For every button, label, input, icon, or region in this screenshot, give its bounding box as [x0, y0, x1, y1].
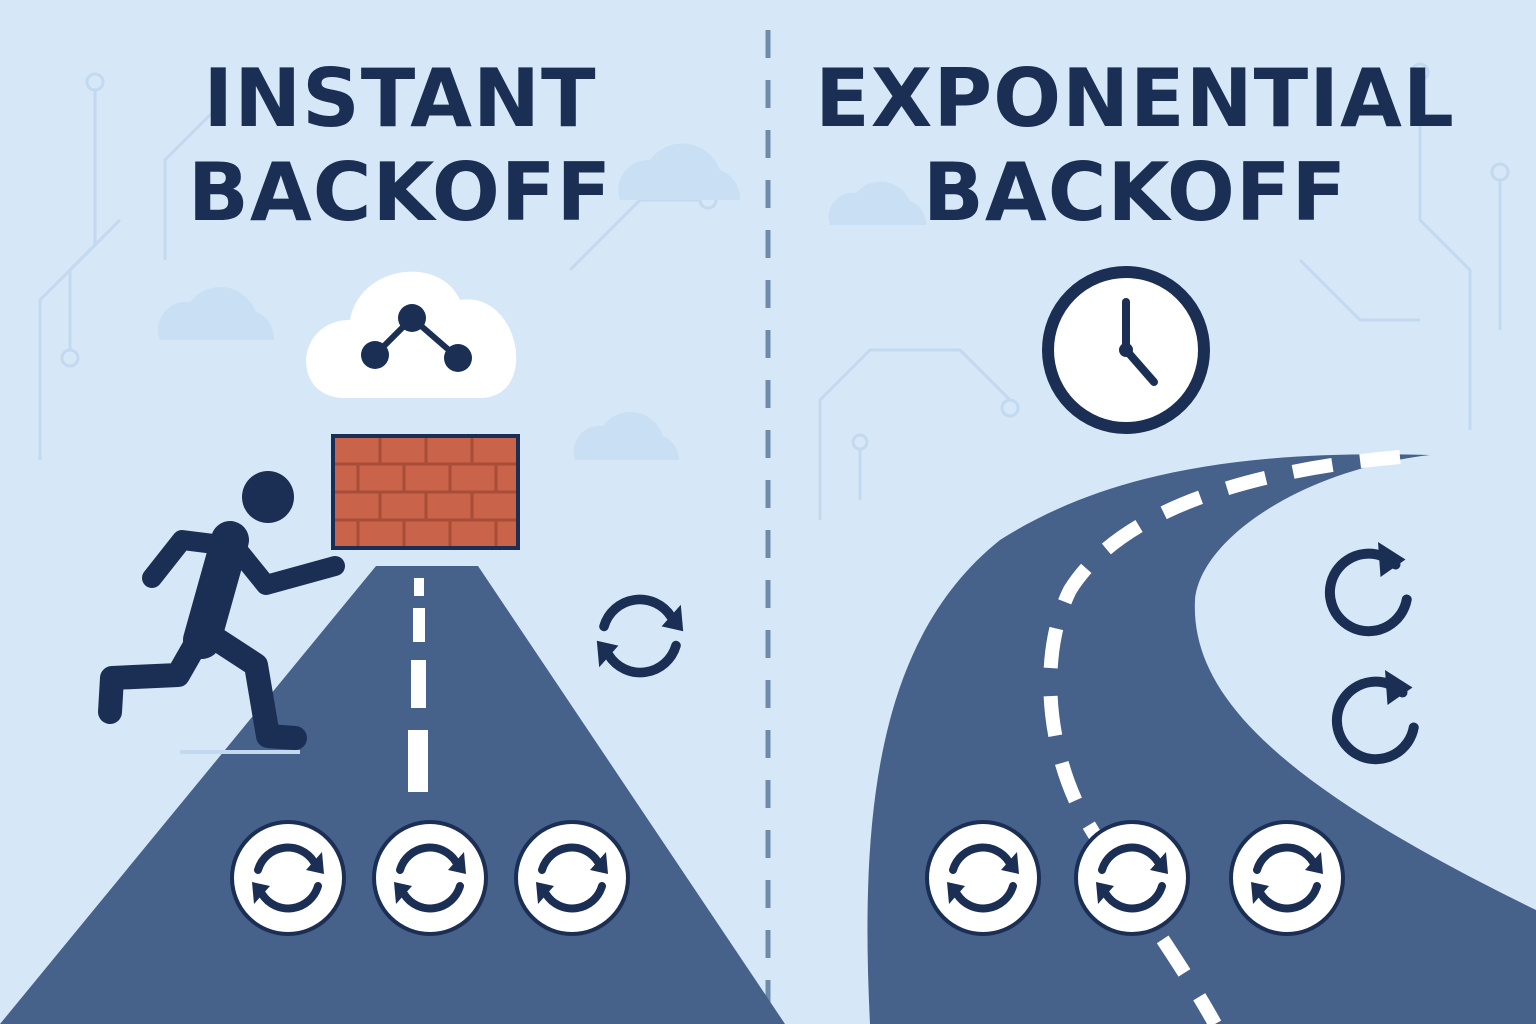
retry-cycle-icon — [597, 599, 683, 672]
running-person-icon — [98, 471, 345, 750]
retry-icon — [927, 822, 1039, 934]
background-decoration — [38, 62, 1510, 520]
background-clouds — [158, 143, 927, 460]
clock-icon — [1042, 266, 1210, 434]
title-line: EXPONENTIAL — [815, 52, 1455, 145]
title-line: INSTANT — [203, 52, 597, 145]
instant-backoff-title: INSTANT BACKOFF — [130, 52, 670, 240]
brick-wall-icon — [331, 434, 520, 550]
lane-markings — [408, 578, 428, 792]
cloud-network-icon — [306, 271, 517, 398]
left-panel — [0, 271, 785, 1024]
straight-road — [0, 566, 785, 1024]
title-line: BACKOFF — [922, 146, 1348, 239]
retry-icon — [374, 822, 486, 934]
retry-icon — [516, 822, 628, 934]
retry-cycle-icon — [1331, 670, 1419, 765]
retry-icon — [1076, 822, 1188, 934]
retry-icon — [232, 822, 344, 934]
right-panel — [867, 266, 1536, 1024]
curving-road — [867, 454, 1536, 1024]
exponential-backoff-title: EXPONENTIAL BACKOFF — [790, 52, 1480, 240]
retry-cycle-icon — [1324, 542, 1412, 637]
title-line: BACKOFF — [187, 146, 613, 239]
retry-icon — [1231, 822, 1343, 934]
